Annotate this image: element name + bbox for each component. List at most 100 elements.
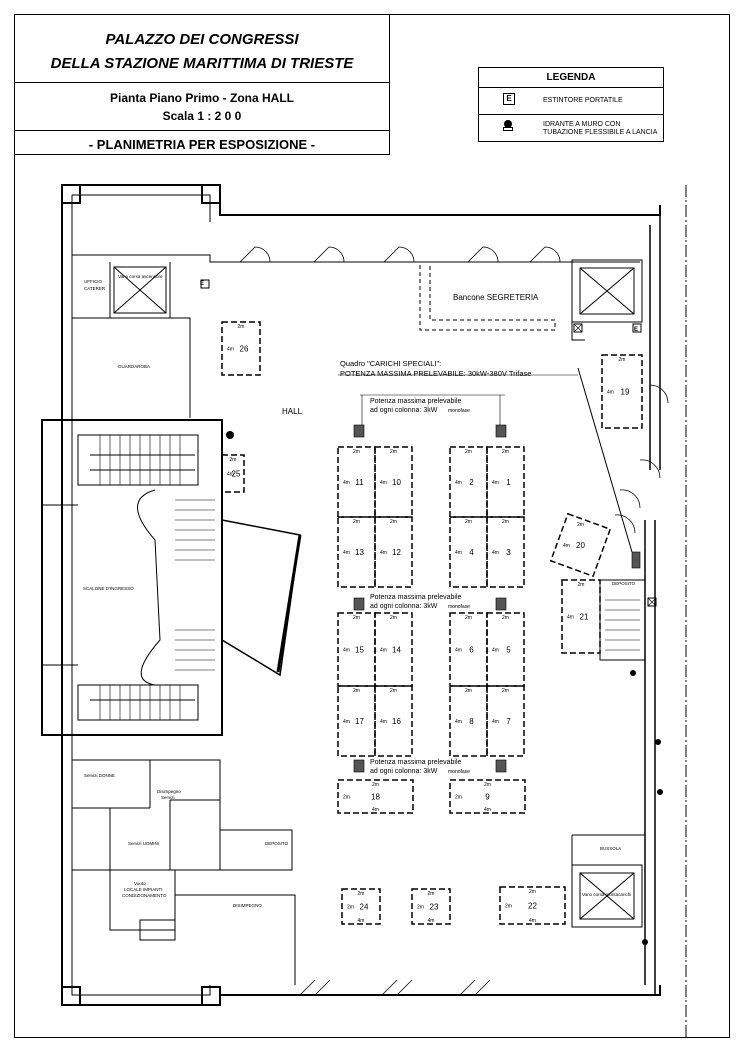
scale-label: Scala 1 : 2 0 0 xyxy=(162,109,242,123)
title-line-2: DELLA STAZIONE MARITTIMA DI TRIESTE xyxy=(50,55,354,72)
title-block: PALAZZO DEI CONGRESSI DELLA STAZIONE MAR… xyxy=(14,14,390,155)
stand-number: 26 xyxy=(240,345,249,354)
potenza-note: ad ogni colonna: 3kW xyxy=(370,603,438,610)
stand-18 xyxy=(337,779,414,814)
bussola-label: BUSSOLA xyxy=(600,846,621,851)
stand-number: 20 xyxy=(576,541,585,550)
stand-number: 1 xyxy=(506,478,511,487)
stand-dimension: 2m xyxy=(238,324,245,330)
stand-dimension: 4m xyxy=(428,918,435,924)
stand-dimension: 4m xyxy=(343,550,350,556)
stand-25 xyxy=(221,454,245,493)
bancone-label: Bancone SEGRETERIA xyxy=(453,293,539,302)
stand-12 xyxy=(374,516,413,588)
stand-dimension: 2m xyxy=(390,615,397,621)
potenza-note: Potenza massima prelevabile xyxy=(370,759,462,766)
extinguisher-icon: E xyxy=(503,93,515,105)
legend-item-label: IDRANTE A MURO CON xyxy=(543,121,621,128)
potenza-note: Potenza massima prelevabile xyxy=(370,594,462,601)
extinguisher-icon: E xyxy=(200,281,204,287)
stand-dimension: 4m xyxy=(380,480,387,486)
title-divider xyxy=(15,82,389,83)
stand-dimension: 2m xyxy=(230,457,237,463)
potenza-note: ad ogni colonna: 3kW xyxy=(370,768,438,775)
stand-16 xyxy=(374,685,413,757)
stand-11 xyxy=(337,446,376,518)
stand-9 xyxy=(449,779,526,814)
stand-dimension: 4m xyxy=(455,550,462,556)
stand-dimension: 2m xyxy=(358,891,365,897)
stand-number: 17 xyxy=(355,717,364,726)
stand-10 xyxy=(374,446,413,518)
stand-dimension: 2m xyxy=(372,782,379,788)
servizi-donne-label: Servizi DONNE xyxy=(84,773,115,778)
stand-number: 3 xyxy=(506,548,511,557)
stand-dimension: 2m xyxy=(484,782,491,788)
stand-number: 22 xyxy=(528,902,537,911)
vuoto-label: LOCALE IMPIANTI xyxy=(124,887,163,892)
stand-dimension: 2m xyxy=(502,449,509,455)
stand-number: 16 xyxy=(392,717,401,726)
hydrant-icon xyxy=(503,120,513,132)
stand-dimension: 2m xyxy=(502,519,509,525)
stand-number: 19 xyxy=(621,388,630,397)
stand-number: 14 xyxy=(392,646,401,655)
stand-dimension: 2m xyxy=(465,449,472,455)
stand-number: 11 xyxy=(355,478,364,487)
stand-13 xyxy=(337,516,376,588)
stand-22 xyxy=(499,886,566,925)
stand-dimension: 4m xyxy=(343,648,350,654)
stand-dimension: 2m xyxy=(465,519,472,525)
stand-number: 7 xyxy=(506,717,511,726)
guardaroba-label: GUARDAROBA xyxy=(118,364,150,369)
stand-dimension: 2m xyxy=(353,519,360,525)
servizi-uomini-label: Servizi UOMINI xyxy=(128,841,159,846)
stand-26 xyxy=(221,321,261,376)
monofase-note: monofase xyxy=(448,604,470,610)
stand-number: 12 xyxy=(392,548,401,557)
quadro-note: POTENZA MASSIMA PRELEVABILE: 30kW-380V T… xyxy=(340,369,531,378)
stand-7 xyxy=(486,685,525,757)
stand-dimension: 4m xyxy=(358,918,365,924)
legend: LEGENDA E ESTINTORE PORTATILE IDRANTE A … xyxy=(478,67,664,142)
ufficio-label: UFFICIO xyxy=(84,279,102,284)
legend-title: LEGENDA xyxy=(546,72,596,83)
stand-dimension: 4m xyxy=(455,480,462,486)
stand-17 xyxy=(337,685,376,757)
extinguisher-icon: E xyxy=(634,327,638,333)
stand-dimension: 4m xyxy=(343,480,350,486)
stand-dimension: 2m xyxy=(455,795,462,801)
stand-8 xyxy=(449,685,488,757)
stand-dimension: 4m xyxy=(484,807,491,813)
stand-dimension: 2m xyxy=(428,891,435,897)
stand-dimension: 2m xyxy=(347,905,354,911)
plan-subtitle: - PLANIMETRIA PER ESPOSIZIONE - xyxy=(88,137,316,152)
stand-dimension: 2m xyxy=(505,904,512,910)
stand-number: 4 xyxy=(469,548,474,557)
stand-dimension: 2m xyxy=(353,615,360,621)
stand-number: 23 xyxy=(430,903,439,912)
stand-number: 9 xyxy=(485,793,490,802)
stand-dimension: 2m xyxy=(502,615,509,621)
stand-dimension: 4m xyxy=(227,347,234,353)
monofase-note: monofase xyxy=(448,769,470,775)
deposito-label: DEPOSITO xyxy=(612,581,636,586)
vuoto-label: Vuoto xyxy=(134,881,146,886)
potenza-note: ad ogni colonna: 3kW xyxy=(370,407,438,414)
stand-number: 18 xyxy=(371,793,380,802)
stand-number: 21 xyxy=(580,613,589,622)
stand-dimension: 2m xyxy=(343,795,350,801)
scalone-label: SCALONE D'INGRESSO xyxy=(83,586,134,591)
disimpegno-servizi-label: Servizi xyxy=(161,795,175,800)
vano-montacarichi-label: Vano corsa montacarichi xyxy=(582,892,631,897)
stand-number: 15 xyxy=(355,646,364,655)
stand-dimension: 4m xyxy=(563,543,570,549)
stand-number: 10 xyxy=(392,478,401,487)
legend-item-label: TUBAZIONE FLESSIBILE A LANCIA xyxy=(543,129,658,136)
stand-dimension: 4m xyxy=(529,918,536,924)
deposito-label: DEPOSITO xyxy=(265,841,289,846)
stand-dimension: 4m xyxy=(567,615,574,621)
stand-dimension: 2m xyxy=(390,449,397,455)
stand-number: 13 xyxy=(355,548,364,557)
